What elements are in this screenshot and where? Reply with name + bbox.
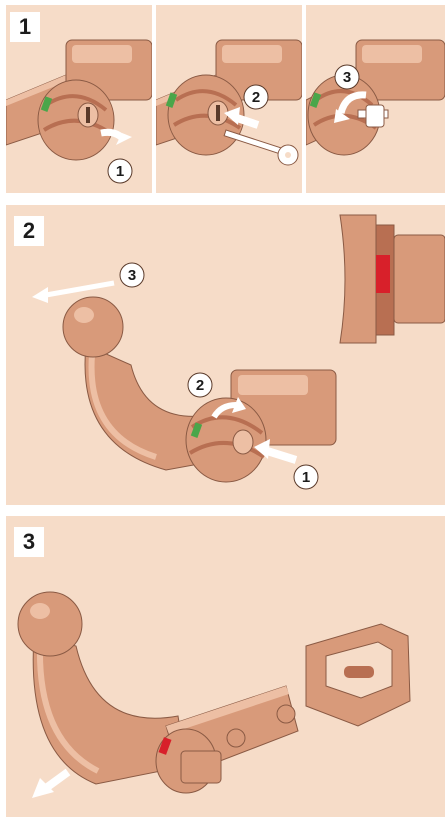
step2-label: 2 [14, 216, 44, 246]
arrow-icon [6, 516, 445, 817]
step1-callout-2: 2 [156, 5, 302, 193]
svg-text:3: 3 [343, 69, 351, 86]
step1-label: 1 [10, 12, 40, 42]
step1-callout-3: 3 [306, 5, 445, 193]
step1-frame-3: 3 [306, 5, 445, 193]
svg-text:3: 3 [128, 267, 136, 284]
step3-panel [6, 516, 445, 817]
svg-text:1: 1 [116, 163, 124, 180]
step1-frame-2: 2 [156, 5, 302, 193]
step2-panel: 1 2 3 [6, 205, 445, 505]
step3-label: 3 [14, 527, 44, 557]
step2-callout-3: 3 [6, 205, 445, 505]
svg-text:2: 2 [252, 89, 260, 106]
